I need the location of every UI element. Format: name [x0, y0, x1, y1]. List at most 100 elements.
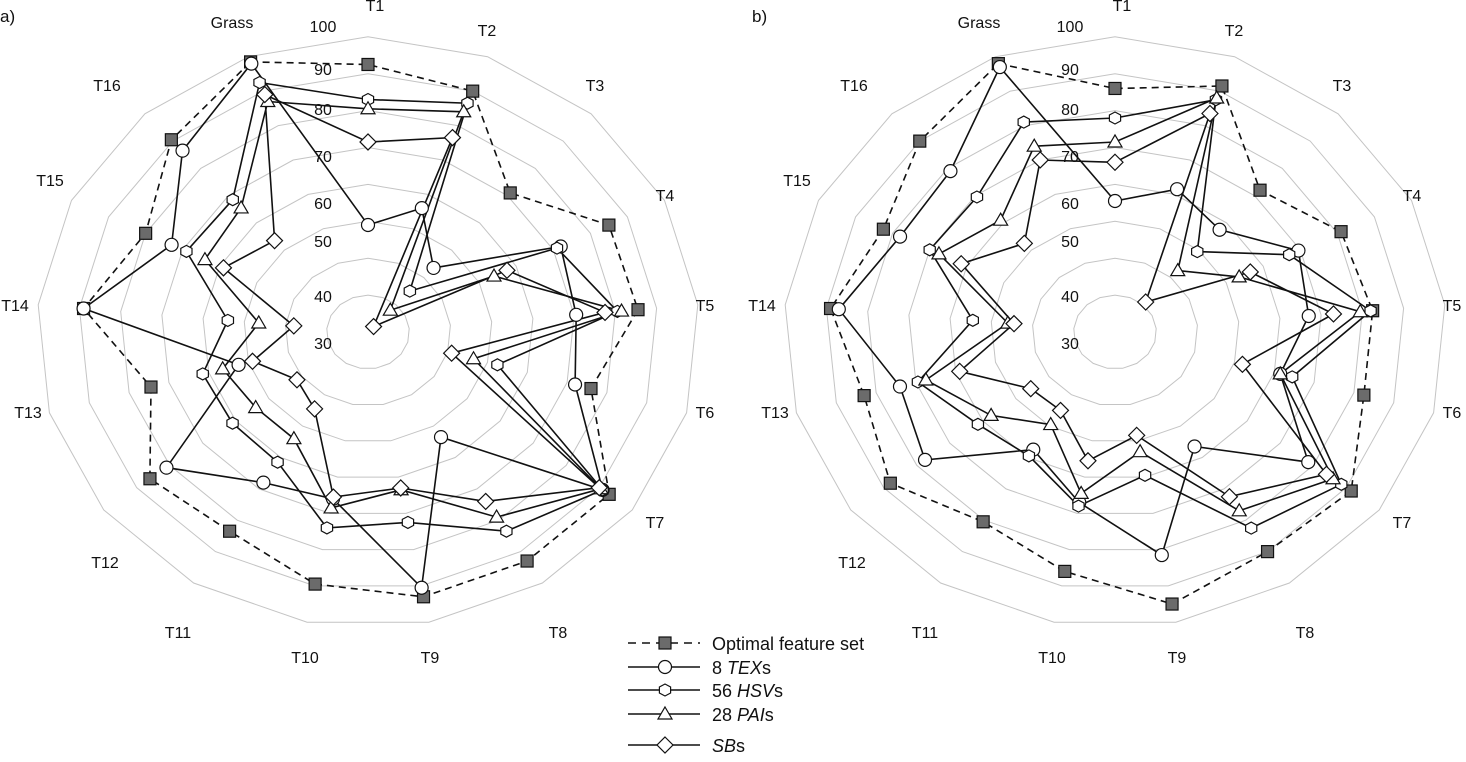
data-point-pai — [285, 430, 302, 445]
data-point-opt — [1058, 564, 1072, 578]
data-point-hsv — [500, 524, 513, 538]
data-point-pai — [455, 103, 472, 118]
legend-label-part: 28 — [712, 705, 737, 725]
legend-label: 28 PAIs — [712, 705, 774, 725]
data-point-tex — [1301, 454, 1316, 470]
ring-tick-label: 70 — [1061, 149, 1079, 166]
data-point-sb — [1233, 355, 1252, 374]
data-point-tex — [1107, 193, 1123, 209]
data-point-hsv — [1138, 468, 1152, 482]
data-point-tex — [1187, 439, 1202, 454]
data-point-opt — [1165, 597, 1179, 611]
data-point-opt — [1260, 545, 1275, 559]
axis-label: T14 — [1, 298, 29, 315]
data-point-pai — [1231, 268, 1248, 283]
ring-tick-label: 50 — [314, 234, 332, 251]
data-point-sb — [359, 133, 377, 151]
data-point-pai — [247, 399, 264, 414]
data-point-opt — [1344, 484, 1358, 498]
data-point-opt — [143, 472, 157, 486]
axis-label: T1 — [366, 0, 385, 15]
axis-label: T7 — [646, 515, 665, 532]
data-point-opt — [466, 84, 480, 98]
axis-label: T9 — [1168, 650, 1187, 667]
data-point-sb — [214, 259, 233, 277]
data-point-tex — [943, 164, 958, 179]
axis-label: T5 — [1443, 298, 1462, 315]
series-line-sb — [222, 93, 608, 503]
data-point-pai — [1106, 133, 1124, 148]
series-line-pai — [203, 100, 625, 518]
data-point-hsv — [970, 190, 984, 204]
ring-tick-label: 100 — [310, 19, 337, 36]
data-point-tex — [917, 452, 933, 467]
data-point-opt — [883, 476, 897, 490]
data-point-tex — [569, 307, 584, 322]
data-point-hsv — [971, 417, 985, 431]
data-point-sb — [1136, 293, 1155, 311]
axis-label: T15 — [783, 173, 811, 190]
data-point-pai — [382, 301, 399, 316]
data-point-hsv — [1190, 244, 1204, 259]
series-sb — [222, 93, 608, 503]
legend-marker-tex — [657, 659, 673, 675]
axis-label: T9 — [421, 650, 440, 667]
data-point-hsv — [271, 455, 284, 469]
data-point-sb — [305, 400, 324, 418]
legend-label-part: s — [736, 736, 745, 756]
legend-item-opt: Optimal feature set — [628, 634, 864, 654]
data-point-sb — [1201, 104, 1219, 123]
ring-tick-label: 60 — [1061, 196, 1079, 213]
ring-tick-label: 30 — [314, 336, 332, 353]
axis-label: T14 — [748, 298, 776, 315]
data-point-pai — [233, 199, 250, 214]
series-line-hsv — [185, 81, 619, 533]
legend-label-part: TEX — [727, 658, 763, 678]
legend-item-hsv: 56 HSVs — [628, 681, 783, 701]
data-point-sb — [1317, 465, 1336, 484]
data-point-hsv — [1022, 449, 1036, 463]
data-point-sb — [1241, 263, 1260, 281]
data-point-hsv — [1072, 499, 1085, 513]
markers-sb — [214, 85, 614, 511]
axis-label: T2 — [478, 23, 497, 40]
data-point-opt — [976, 515, 990, 529]
data-point-tex — [992, 59, 1007, 75]
data-point-opt — [1334, 225, 1348, 239]
legend-marker-opt — [658, 636, 672, 650]
series-line-tex — [837, 65, 1310, 557]
data-point-hsv — [1108, 111, 1122, 125]
grid-ring — [908, 146, 1322, 514]
ring-tick-label: 60 — [314, 196, 332, 213]
data-point-tex — [1169, 182, 1185, 197]
data-point-sb — [442, 344, 461, 363]
axis-label: T16 — [93, 78, 121, 95]
legend-label-part: 8 — [712, 658, 727, 678]
markers-sb — [950, 104, 1343, 506]
axis-label: T11 — [165, 625, 191, 642]
grid-ring — [825, 73, 1405, 587]
data-point-hsv — [196, 367, 209, 381]
data-point-pai — [1352, 303, 1369, 318]
radar-panel-a: a)GrassT1T2T3T4T5T6T7T8T9T10T11T12T13T14… — [0, 0, 714, 667]
series-pai — [203, 100, 625, 518]
data-point-opt — [1108, 81, 1122, 96]
ring-tick-label: 30 — [1061, 336, 1079, 353]
axis-label: T1 — [1113, 0, 1132, 15]
series-hsv — [185, 81, 619, 533]
data-point-pai — [485, 267, 503, 282]
legend-label-part: PAI — [737, 705, 765, 725]
data-point-tex — [360, 217, 376, 233]
data-point-pai — [250, 314, 267, 329]
axis-label: T5 — [696, 298, 715, 315]
axis-label: T7 — [1393, 515, 1412, 532]
data-point-opt — [1357, 388, 1371, 402]
data-point-hsv — [1282, 248, 1296, 262]
series-line-hsv — [916, 98, 1372, 529]
axis-label: T3 — [586, 78, 605, 95]
axis-label: T4 — [1403, 188, 1422, 205]
series-line-tex — [81, 62, 604, 590]
legend-marker-pai — [656, 705, 674, 720]
data-point-hsv — [253, 75, 266, 90]
